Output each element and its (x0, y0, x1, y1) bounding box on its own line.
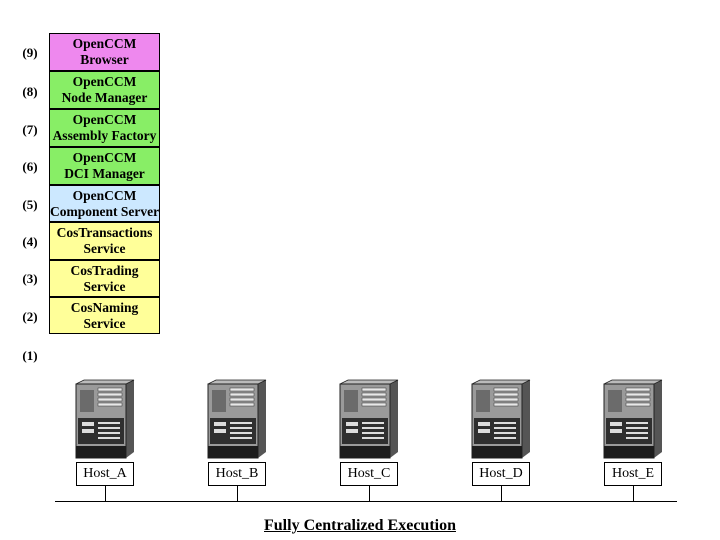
server-tower-icon (603, 379, 663, 459)
host-label-e: Host_E (604, 462, 662, 486)
network-drop-line (105, 486, 106, 502)
network-drop-line (501, 486, 502, 502)
host-label-b: Host_B (208, 462, 266, 486)
stack-box-line2: Browser (80, 52, 129, 67)
stack-box-line2: Component Server (50, 203, 160, 219)
host-label-c: Host_C (340, 462, 398, 486)
stack-box-line2: Node Manager (61, 90, 148, 105)
server-tower-icon (75, 379, 135, 459)
server-tower-icon (339, 379, 399, 459)
level-label-9: (9) (22, 45, 38, 60)
level-label-3: (3) (22, 271, 38, 286)
stack-box-line1: OpenCCM (72, 112, 137, 127)
stack-box-line2: DCI Manager (64, 166, 145, 181)
level-label-6: (6) (22, 159, 38, 174)
server-tower-icon (471, 379, 531, 459)
stack-box-cosnaming: CosNaming Service (49, 297, 160, 334)
network-drop-line (369, 486, 370, 502)
level-label-7: (7) (22, 122, 38, 137)
stack-box-line1: OpenCCM (72, 187, 137, 203)
stack-box-line1: OpenCCM (72, 36, 137, 51)
stack-box-line2: Service (83, 315, 126, 331)
level-label-4: (4) (22, 234, 38, 249)
level-label-8: (8) (22, 84, 38, 99)
stack-box-costransactions: CosTransactions Service (49, 222, 160, 260)
level-label-1: (1) (22, 348, 38, 363)
stack-box-line2: Assembly Factory (52, 128, 157, 143)
diagram-caption: Fully Centralized Execution (264, 517, 456, 534)
stack-box-line2: Service (83, 278, 126, 294)
host-label-a: Host_A (76, 462, 134, 486)
stack-box-assembly-factory: OpenCCM Assembly Factory (49, 109, 160, 147)
network-drop-line (633, 486, 634, 502)
stack-box-line1: OpenCCM (72, 74, 137, 89)
stack-box-dci-manager: OpenCCM DCI Manager (49, 147, 160, 185)
stack-box-line1: CosTransactions (56, 225, 153, 240)
stack-box-line1: CosTrading (70, 262, 139, 278)
stack-box-node-manager: OpenCCM Node Manager (49, 71, 160, 109)
network-bus-line (55, 501, 677, 502)
stack-box-browser: OpenCCM Browser (49, 33, 160, 71)
level-label-5: (5) (22, 197, 38, 212)
server-tower-icon (207, 379, 267, 459)
level-label-2: (2) (22, 309, 38, 324)
stack-box-costrading: CosTrading Service (49, 260, 160, 297)
stack-box-line1: CosNaming (70, 299, 139, 315)
stack-box-line2: Service (83, 241, 126, 256)
host-label-d: Host_D (472, 462, 530, 486)
stack-box-line1: OpenCCM (72, 150, 137, 165)
stack-box-component-server: OpenCCM Component Server (49, 185, 160, 222)
network-drop-line (237, 486, 238, 502)
